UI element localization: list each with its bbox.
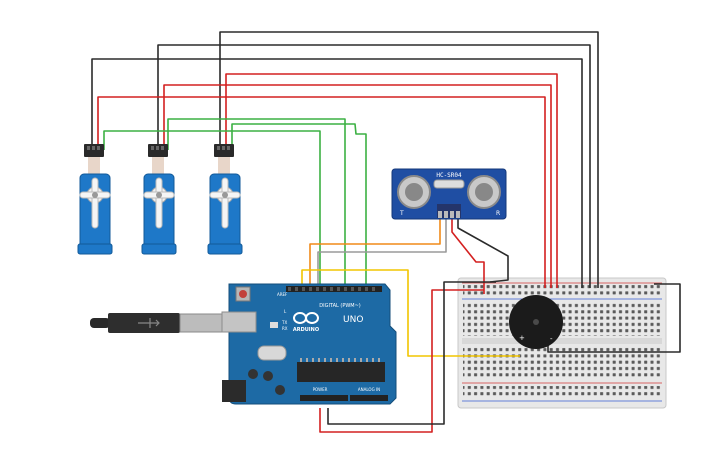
aref-label: AREF [277, 292, 288, 297]
wire-red-power [319, 289, 484, 433]
buzzer-plus-label: + [519, 334, 525, 342]
usb-plug-icon [138, 318, 160, 328]
sensor-r-label: R [496, 210, 500, 217]
analog-header-label: ANALOG IN [358, 387, 380, 392]
infinity-logo-icon [293, 312, 319, 324]
breadboard [457, 277, 667, 409]
wire-green-2 [167, 118, 346, 288]
piezo-buzzer[interactable]: + - [509, 295, 563, 349]
wire-red-3 [97, 96, 546, 288]
arduino-uno[interactable]: DIGITAL (PWM~) AREF ARDUINO UNO L TX RX … [221, 283, 397, 405]
servo-3[interactable] [207, 144, 243, 255]
wire-red-2 [163, 84, 552, 288]
digital-header [288, 287, 375, 291]
servo-1[interactable] [77, 144, 113, 255]
arduino-brand: ARDUINO [293, 327, 319, 333]
wire-black-buzzer [547, 283, 681, 353]
wire-green-3 [231, 123, 367, 288]
servo-2[interactable] [141, 144, 177, 255]
arduino-model: UNO [343, 315, 363, 325]
ultrasonic-sensor[interactable]: HC-SR04 T R [391, 168, 507, 220]
wire-yellow [301, 269, 520, 357]
wire-red-sensor [451, 218, 485, 294]
sensor-model-label: HC-SR04 [436, 172, 462, 179]
led-l-label: L [284, 309, 287, 314]
wire-black-power [327, 281, 496, 425]
digital-header-label: DIGITAL (PWM~) [319, 303, 361, 309]
atmega-chip [297, 362, 385, 382]
power-header-label: POWER [313, 387, 328, 392]
tx-label: TX [281, 320, 287, 325]
wire-black-sensor [457, 218, 509, 283]
wire-gray [317, 218, 447, 290]
wire-black-3 [91, 58, 583, 288]
wire-black-1 [219, 31, 599, 288]
sensor-t-label: T [399, 210, 404, 217]
wire-red-1 [225, 73, 558, 288]
wire-green-1 [103, 130, 321, 288]
buzzer-minus-label: - [550, 335, 553, 343]
rx-label: RX [282, 326, 288, 331]
wires [91, 31, 681, 433]
wire-orange [309, 218, 441, 290]
usb-cable [90, 313, 223, 333]
